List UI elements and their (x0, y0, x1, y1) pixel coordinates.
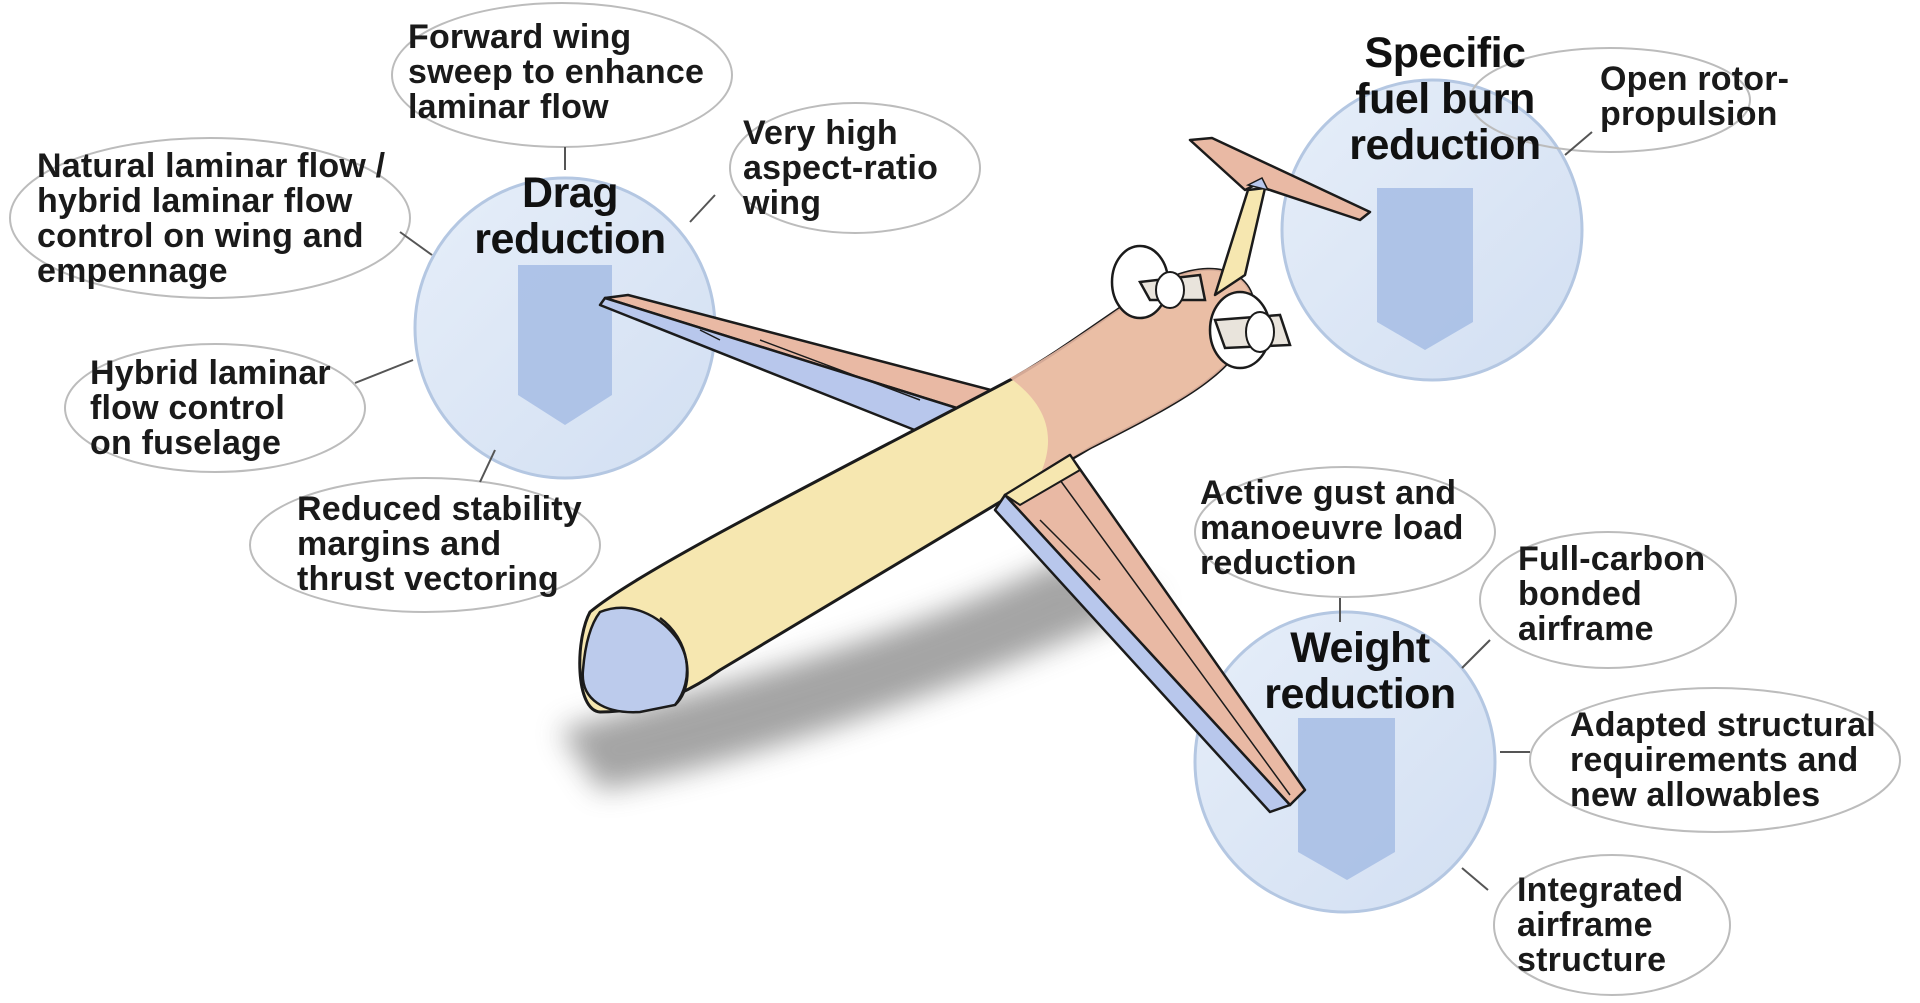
label-full-carbon-bonded-airframe: Full-carbon bonded airframe (1518, 540, 1706, 648)
open-rotor-engine-lower (1208, 290, 1292, 370)
label-natural-hybrid-laminar-flow: Natural laminar flow / hybrid laminar fl… (37, 147, 386, 290)
bubble-hybrid-fuselage (64, 343, 366, 473)
fuselage (578, 267, 1255, 714)
weight-reduction-circle (1193, 610, 1497, 914)
airplane-shadow (560, 560, 1160, 790)
bubble-open-rotor (1469, 47, 1751, 153)
bubble-integrated (1493, 854, 1731, 996)
bubble-stability (249, 477, 601, 613)
weight-reduction-heading: Weight reduction (1264, 624, 1456, 718)
bubble-gust (1194, 466, 1496, 598)
label-adapted-structural-requirements: Adapted structural requirements and new … (1570, 706, 1876, 814)
label-reduced-stability-margins: Reduced stability margins and thrust vec… (297, 490, 582, 598)
drag-reduction-circle (413, 176, 717, 480)
label-active-gust-load-reduction: Active gust and manoeuvre load reduction (1200, 474, 1464, 582)
bubble-adapted (1529, 687, 1901, 833)
label-hybrid-laminar-fuselage: Hybrid laminar flow control on fuselage (90, 354, 331, 462)
fuel-burn-reduction-circle (1280, 78, 1584, 382)
fuel-burn-reduction-heading: Specific fuel burn reduction (1349, 29, 1541, 169)
bubble-forward-wing (391, 2, 733, 148)
label-open-rotor-propulsion: Open rotor- propulsion (1600, 60, 1790, 133)
label-bubbles (9, 2, 1901, 996)
tail-fin (1188, 136, 1372, 297)
drag-reduction-heading: Drag reduction (474, 169, 666, 263)
open-rotor-engine-upper (1110, 244, 1207, 320)
bubble-full-carbon (1479, 531, 1737, 669)
right-wing (993, 453, 1307, 814)
bubble-natural-laminar (9, 137, 411, 299)
label-very-high-aspect-ratio-wing: Very high aspect-ratio wing (743, 114, 939, 222)
label-forward-wing-sweep: Forward wing sweep to enhance laminar fl… (408, 18, 705, 126)
leader-lines (354, 131, 1593, 891)
label-integrated-airframe-structure: Integrated airframe structure (1517, 871, 1684, 979)
bubble-aspect-ratio (729, 102, 981, 234)
